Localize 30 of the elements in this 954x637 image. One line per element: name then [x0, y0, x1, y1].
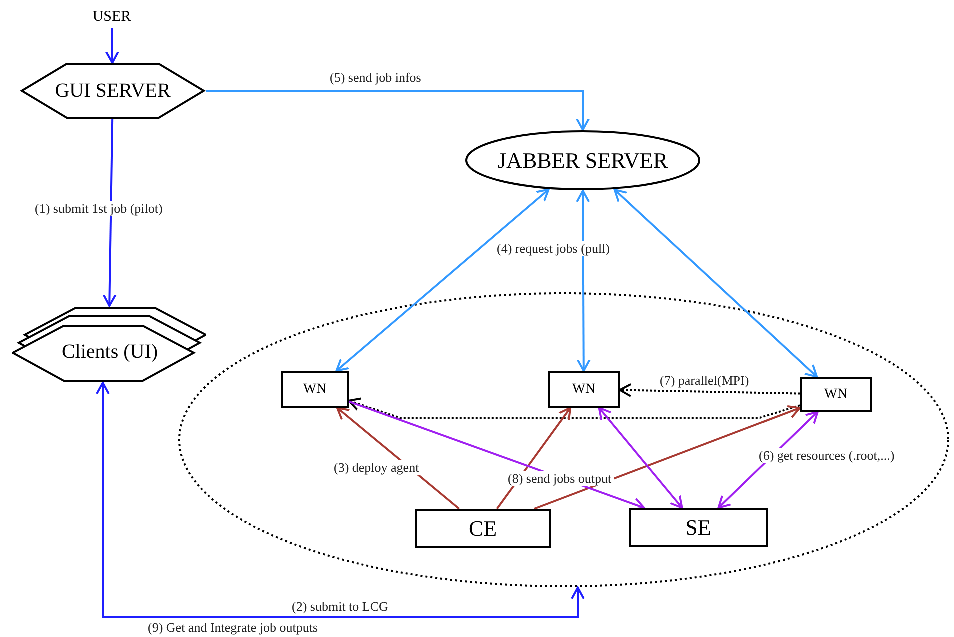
edge-label: (7) parallel(MPI) [658, 373, 752, 388]
annotation-text: (9) Get and Integrate job outputs [146, 620, 320, 635]
edge-label: (3) deploy agent [332, 460, 422, 475]
arrow [105, 28, 120, 64]
arrow [534, 406, 801, 510]
arrow [598, 407, 684, 509]
arrow [619, 383, 800, 398]
hexagon-node: GUI SERVER [20, 63, 206, 119]
arrow [206, 90, 590, 131]
cluster-ellipse [178, 292, 950, 588]
edge-label: (1) submit 1st job (pilot) [33, 201, 165, 216]
arrow [348, 400, 646, 511]
process-box: WN [800, 377, 872, 412]
arrow [102, 118, 117, 307]
edge-label: (8) send jobs output [506, 471, 614, 486]
arrow [96, 382, 585, 618]
edge-label: (2) submit to LCG [290, 599, 390, 614]
process-box: WN [281, 371, 349, 408]
ellipse-node: JABBER SERVER [465, 130, 701, 191]
arrow [336, 188, 550, 372]
edge-label: (4) request jobs (pull) [495, 241, 612, 256]
process-box: CE [415, 509, 551, 548]
arrow [576, 190, 591, 372]
edge-label: (5) send job infos [328, 70, 424, 85]
arrow [348, 398, 800, 419]
source-label: USER [88, 6, 136, 28]
process-box: WN [548, 371, 620, 408]
arrow [614, 188, 818, 378]
edge-label: (6) get resources (.root,...) [757, 448, 897, 463]
process-box: SE [629, 508, 768, 547]
